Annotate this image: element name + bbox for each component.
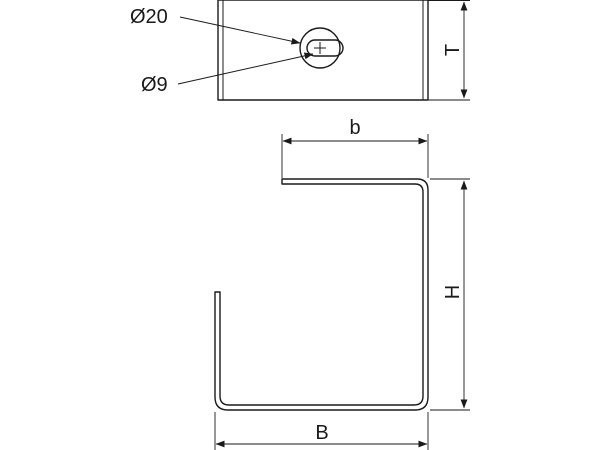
slot-hole [306, 39, 344, 57]
leader-d9 [177, 52, 314, 85]
label-b: b [349, 117, 360, 139]
plate-outline [217, 0, 429, 101]
top-view: Ø20 Ø9 T [130, 0, 470, 101]
side-view: b H B [214, 117, 470, 450]
label-d9: Ø9 [141, 74, 168, 96]
hole-outer-circle [299, 27, 341, 69]
label-B: B [315, 422, 328, 444]
label-T: T [442, 44, 464, 56]
label-d20: Ø20 [130, 6, 168, 28]
leader-d20 [179, 16, 301, 45]
label-H: H [442, 285, 464, 299]
bracket-profile [214, 178, 429, 411]
